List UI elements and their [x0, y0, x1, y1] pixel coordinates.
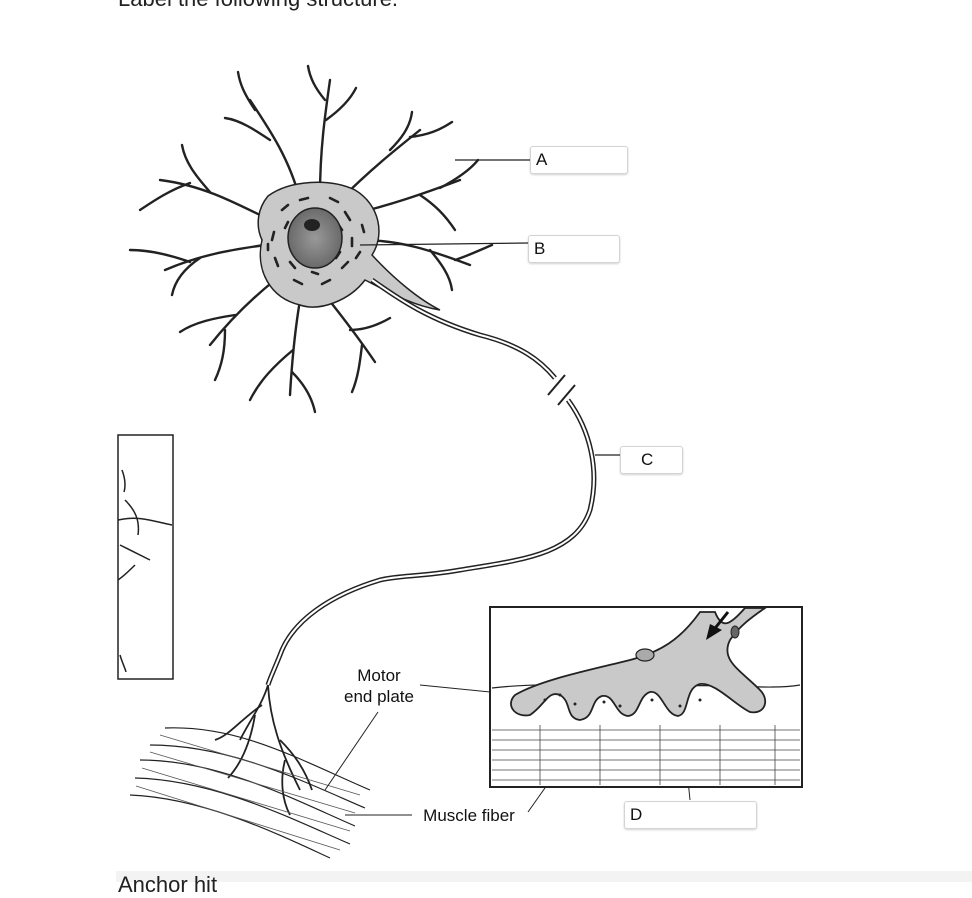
nmj-axon-terminal — [510, 607, 768, 721]
footer-bar — [116, 871, 972, 882]
label-box-c[interactable]: C — [620, 446, 683, 474]
left-inset-dendrites — [117, 469, 173, 673]
footer-text: Anchor hit — [118, 872, 218, 897]
nucleus — [287, 207, 343, 269]
leader-b — [359, 242, 529, 246]
label-b-text: B — [534, 239, 546, 258]
motor-end-plate-line2: end plate — [344, 687, 414, 706]
direction-arrow-icon — [706, 611, 730, 640]
break-mark-1 — [547, 374, 566, 396]
label-d-text: D — [630, 805, 643, 824]
left-inset-frame — [117, 434, 174, 680]
instruction-text: Label the following structure. — [118, 0, 398, 12]
motor-end-plate-caption: Motor end plate — [335, 665, 423, 707]
label-box-a[interactable]: A — [530, 146, 628, 174]
label-box-d[interactable]: D — [624, 801, 757, 829]
motor-end-plate-line1: Motor — [357, 666, 401, 685]
label-a-text: A — [536, 150, 548, 169]
label-box-b[interactable]: B — [528, 235, 620, 263]
nmj-schwann-nucleus — [635, 648, 655, 662]
leader-motor-end-plate-2 — [324, 711, 379, 791]
muscle-fiber-caption: Muscle fiber — [423, 806, 515, 825]
nucleolus — [304, 219, 320, 231]
break-mark-2 — [557, 384, 576, 406]
muscle-fibers — [129, 727, 371, 859]
label-c-text: C — [641, 450, 654, 469]
nmj-muscle-striations — [492, 725, 800, 785]
